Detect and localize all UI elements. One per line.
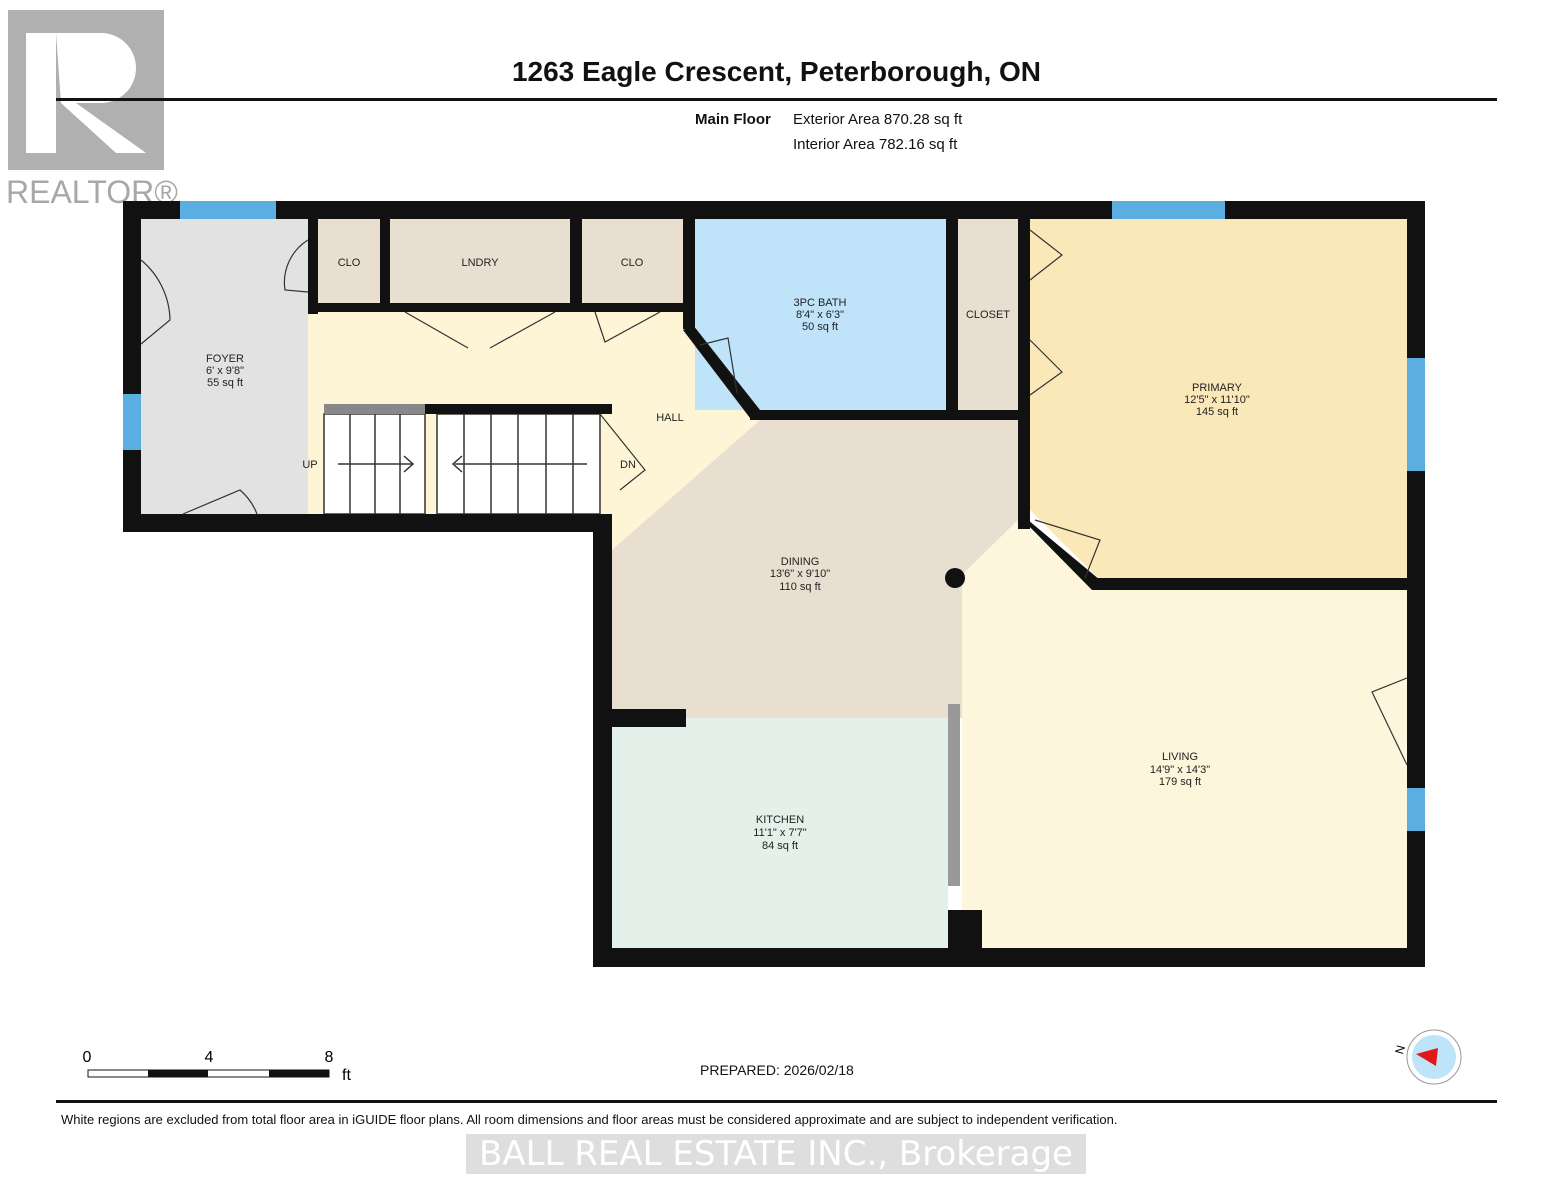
floor-name: Main Floor [695,111,771,128]
living-dims: 14'9" x 14'3" [1150,764,1210,776]
windows [123,201,1425,831]
room-closet [958,219,1018,410]
compass-north-label: N [1392,1044,1408,1056]
exterior-area: Exterior Area 870.28 sq ft [793,111,963,128]
clo-1-name: CLO [338,257,361,269]
stairs-up-label: UP [302,459,317,471]
dining-dims: 13'6" x 9'10" [770,568,830,580]
primary-dims: 12'5" x 11'10" [1184,394,1250,406]
compass-icon: N [1392,1029,1462,1085]
scale-tick-8: 8 [325,1049,334,1066]
primary-area: 145 sq ft [1196,406,1238,418]
interior-area: Interior Area 782.16 sq ft [793,136,958,153]
kitchen-name: KITCHEN [756,814,804,826]
scale-unit: ft [342,1067,351,1084]
floor-plan: FOYER 6' x 9'8" 55 sq ft CLO LNDRY CLO 3… [123,201,1425,967]
bath-dims: 8'4" x 6'3" [796,309,844,321]
dining-area: 110 sq ft [779,581,820,593]
room-kitchen [612,718,948,948]
disclaimer: White regions are excluded from total fl… [61,1112,1118,1127]
walls [123,201,1425,967]
room-dining [612,420,1018,718]
foyer-name: FOYER [206,353,244,365]
divider [56,98,1497,101]
doors [140,229,1408,766]
page-title: 1263 Eagle Crescent, Peterborough, ON [511,56,1042,87]
column [945,568,965,588]
foyer-area: 55 sq ft [207,377,243,389]
stair-rail [324,404,425,414]
stairs-down-label: DN [620,459,636,471]
brokerage-watermark: BALL REAL ESTATE INC., Brokerage [466,1134,1086,1174]
scale-tick-4: 4 [205,1049,214,1066]
bath-area: 50 sq ft [802,321,838,333]
closet-name: CLOSET [966,309,1010,321]
scale-bar: 0 4 8 ft [83,1049,352,1084]
laundry-name: LNDRY [461,257,499,269]
bath-name: 3PC BATH [794,297,847,309]
kitchen-dims: 11'1" x 7'7" [753,827,806,839]
room-bath [695,219,946,410]
room-primary [1030,219,1407,580]
staircase [323,413,601,515]
living-name: LIVING [1162,751,1198,763]
room-clo-2 [582,219,683,303]
realtor-logo-mark: REALTOR® [6,10,178,210]
prepared-date: PREPARED: 2026/02/18 [700,1062,854,1078]
kitchen-area: 84 sq ft [762,840,798,852]
living-area: 179 sq ft [1159,776,1201,788]
divider [56,1100,1497,1103]
room-living [962,520,1407,948]
room-laundry [390,219,570,303]
foyer-dims: 6' x 9'8" [206,365,244,377]
counter [948,704,960,886]
clo-2-name: CLO [621,257,644,269]
realtor-logo: REALTOR® [6,8,181,218]
hall-name: HALL [656,412,684,424]
scale-tick-0: 0 [83,1049,92,1066]
primary-name: PRIMARY [1192,382,1243,394]
dining-name: DINING [781,556,820,568]
room-foyer [141,219,308,514]
room-clo-1 [318,219,380,303]
